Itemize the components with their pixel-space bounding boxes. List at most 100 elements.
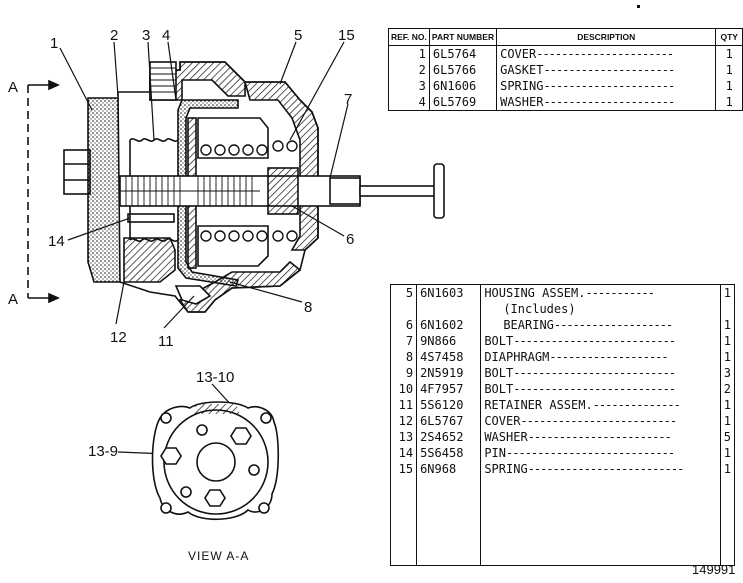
pin-14 [127,213,175,223]
qty: 1 [723,446,731,460]
qty: 3 [723,366,731,380]
ref-no: 5 [390,284,418,301]
callout-13-10: 13-10 [196,369,234,386]
qty: 1 [723,414,731,428]
part-number: 4F7957 [416,381,482,397]
callout-12: 12 [110,329,127,346]
corner-hole-right [260,412,272,424]
qty: 1 [723,286,731,300]
parts-table-bottom: 5 6N1603 HOUSING ASSEM.----------- 1 (In… [390,284,735,566]
flange-shading [192,404,240,414]
section-mark-bottom: A [8,291,18,308]
ref-no: 12 [390,413,418,429]
description: BOLT-------------------------- [480,381,721,397]
description: BOLT-------------------------- [480,365,721,381]
parts-table-top: REF. NO. PART NUMBER DESCRIPTION QTY 1 6… [388,28,743,111]
table-row: 2 6L5766 GASKET--------------------- 1 [388,62,743,78]
callout-5: 5 [294,27,302,44]
description: DIAPHRAGM------------------- [480,349,721,365]
part-number: 9N866 [416,333,482,349]
header-description: DESCRIPTION [496,28,717,46]
table-row: 1 6L5764 COVER---------------------- 1 [388,45,743,62]
part-number: 6L5764 [429,45,498,62]
ref-no [390,301,418,317]
table-row: 14 5S6458 PIN---------------------------… [390,445,735,461]
table-row: 4 6L5769 WASHER--------------------- 1 [388,94,743,111]
part-number: 6N1603 [416,284,482,301]
part-number: 6N1606 [429,78,498,94]
callout-15: 15 [338,27,355,44]
section-mark-top: A [8,79,18,96]
callout-13-9: 13-9 [88,443,118,460]
part-number: 5S6120 [416,397,482,413]
part-number: 4S7458 [416,349,482,365]
part-number: 6N968 [416,461,482,477]
table-row: 3 6N1606 SPRING--------------------- 1 [388,78,743,94]
ref-no: 1 [388,45,430,62]
ref-no: 11 [390,397,418,413]
qty: 1 [723,398,731,412]
part-number: 5S6458 [416,445,482,461]
qty: 1 [725,79,733,93]
view-a-a [151,401,280,521]
callout-8: 8 [304,299,312,316]
callout-6: 6 [346,231,354,248]
table-row: 7 9N866 BOLT-------------------------- 1 [390,333,735,349]
part-number: 6L5769 [429,94,498,111]
diaphragm-8 [177,99,240,287]
part-number: 6N1602 [416,317,482,333]
header-part-number: PART NUMBER [429,28,498,46]
callout-4: 4 [162,27,170,44]
description: COVER---------------------- [496,45,717,62]
shaft-extension [329,177,361,205]
bolt-hole-1 [196,424,208,436]
table-row: 13 2S4652 WASHER----------------------- … [390,429,735,445]
table-row: 5 6N1603 HOUSING ASSEM.----------- 1 [390,284,735,301]
part-number [416,301,482,317]
ref-no: 9 [390,365,418,381]
qty: 5 [723,430,731,444]
header-ref-no: REF. NO. [388,28,430,46]
description: HOUSING ASSEM.----------- [480,284,721,301]
callout-1: 1 [50,35,58,52]
bolt-hole-3 [180,486,192,498]
description: WASHER----------------------- [480,429,721,445]
ref-no: 15 [390,461,418,477]
hex-bolt-lower [204,489,226,507]
spring-3 [129,138,179,242]
table-header-row: REF. NO. PART NUMBER DESCRIPTION QTY [388,28,743,46]
qty: 1 [725,63,733,77]
filler-cell [720,477,734,566]
corner-hole-bottom-right [258,502,270,514]
callout-7: 7 [344,91,352,108]
ref-no: 7 [390,333,418,349]
qty: 1 [723,462,731,476]
description: SPRING--------------------- [496,78,717,94]
corner-hole-bottom-left [160,502,172,514]
table-row: 9 2N5919 BOLT-------------------------- … [390,365,735,381]
table-row: 12 6L5767 COVER-------------------------… [390,413,735,429]
filler-cell [390,477,418,566]
qty [720,301,734,317]
callout-2: 2 [110,27,118,44]
callout-3: 3 [142,27,150,44]
callout-14: 14 [48,233,65,250]
ref-no: 4 [388,94,430,111]
bolt-hole-2 [248,464,260,476]
qty: 1 [723,318,731,332]
bolt-head [63,149,91,195]
table-row: (Includes) [390,301,735,317]
shaft-bore [196,442,236,482]
hex-bolt-left [160,447,182,465]
table-filler-row [390,477,735,566]
governor-housing-section [63,61,445,313]
description: GASKET--------------------- [496,62,717,78]
qty: 1 [723,334,731,348]
view-label: VIEW A-A [188,549,249,563]
housing-wall-bottom [123,237,176,283]
retainer-11 [174,285,212,305]
table-row: 6 6N1602 BEARING------------------- 1 [390,317,735,333]
table-row: 8 4S7458 DIAPHRAGM------------------- 1 [390,349,735,365]
callout-11: 11 [158,333,174,350]
